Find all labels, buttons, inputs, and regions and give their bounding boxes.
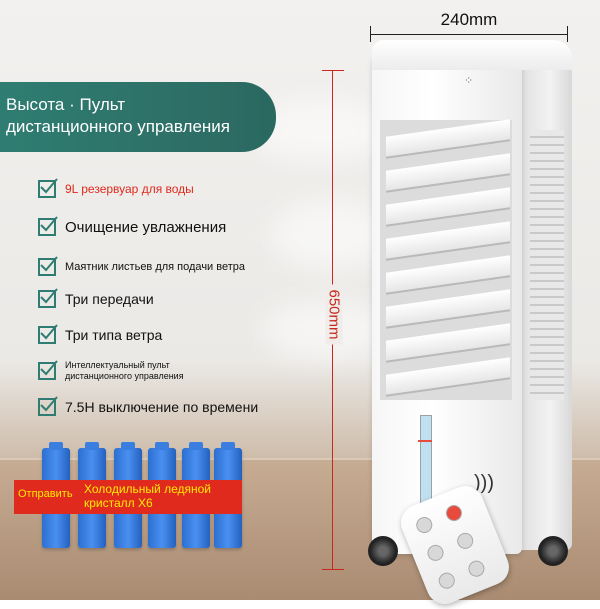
power-button-icon [443,502,465,524]
remote-button [413,514,435,536]
remote-button [436,570,458,592]
wheel-icon [368,536,398,566]
width-label: 240mm [440,10,498,29]
feature-text: 7.5H выключение по времени [65,399,259,415]
louver [386,119,510,159]
water-level-window [420,415,432,507]
feature-item: Три типа ветра [38,324,163,344]
signal-icon: ))) [474,472,494,494]
mist [260,300,390,360]
dimension-line [370,34,568,35]
feature-text: Три типа ветра [65,327,163,343]
remote-button [466,558,487,580]
remote-button [425,542,446,564]
feature-item: Маятник листьев для подачи ветра [38,256,245,276]
feature-text: Интеллектуальный пульт дистанционного уп… [65,360,184,381]
air-cooler-product: ⁘ [368,40,572,576]
feature-item: Три передачи [38,288,154,308]
feature-text: 9L резервуар для воды [65,182,194,196]
floor-line [0,458,600,460]
sensor-icon: ⁘ [464,75,474,87]
remote-button [454,530,476,552]
checkmark-icon [38,396,58,416]
feature-item: 7.5H выключение по времени [38,396,259,416]
ice-label: Холодильный ледяной кристалл X6 [84,482,211,510]
feature-item: Очищение увлажнения [38,216,227,236]
mist [270,200,390,270]
dimension-tick [322,569,344,570]
louver [386,221,510,261]
louver [386,357,510,397]
banner-line-1: Высота · Пульт [6,95,126,114]
checkmark-icon [38,178,58,198]
feature-item: 9L резервуар для воды [38,178,194,198]
checkmark-icon [38,256,58,276]
dimension-tick [322,70,344,71]
feature-item: Интеллектуальный пульт дистанционного уп… [38,360,225,382]
dimension-tick [567,26,568,42]
ice-label-band [14,480,242,514]
checkmark-icon [38,216,58,236]
title-banner [0,82,276,152]
banner-title: Высота · Пульт дистанционного управления [6,94,274,138]
cooler-top-cap [372,40,572,70]
checkmark-icon [38,324,58,344]
feature-text: Очищение увлажнения [65,218,227,236]
side-grill [530,130,564,400]
banner-line-2: дистанционного управления [6,117,230,136]
louver [386,289,510,329]
checkmark-icon [38,288,58,308]
width-dimension: 240mm [370,10,568,50]
ice-badge: Отправить [18,488,73,500]
louver [386,323,510,363]
louver [386,187,510,227]
dimension-tick [370,26,371,42]
wheel-icon [538,536,568,566]
feature-text: Три передачи [65,291,154,307]
louver [386,255,510,295]
water-level-mark [418,440,432,442]
checkmark-icon [38,360,58,380]
height-dimension: 650mm [318,70,348,570]
height-label: 650mm [325,284,343,345]
feature-text: Маятник листьев для подачи ветра [65,261,245,273]
louver [386,153,510,193]
louver-area [380,119,512,400]
